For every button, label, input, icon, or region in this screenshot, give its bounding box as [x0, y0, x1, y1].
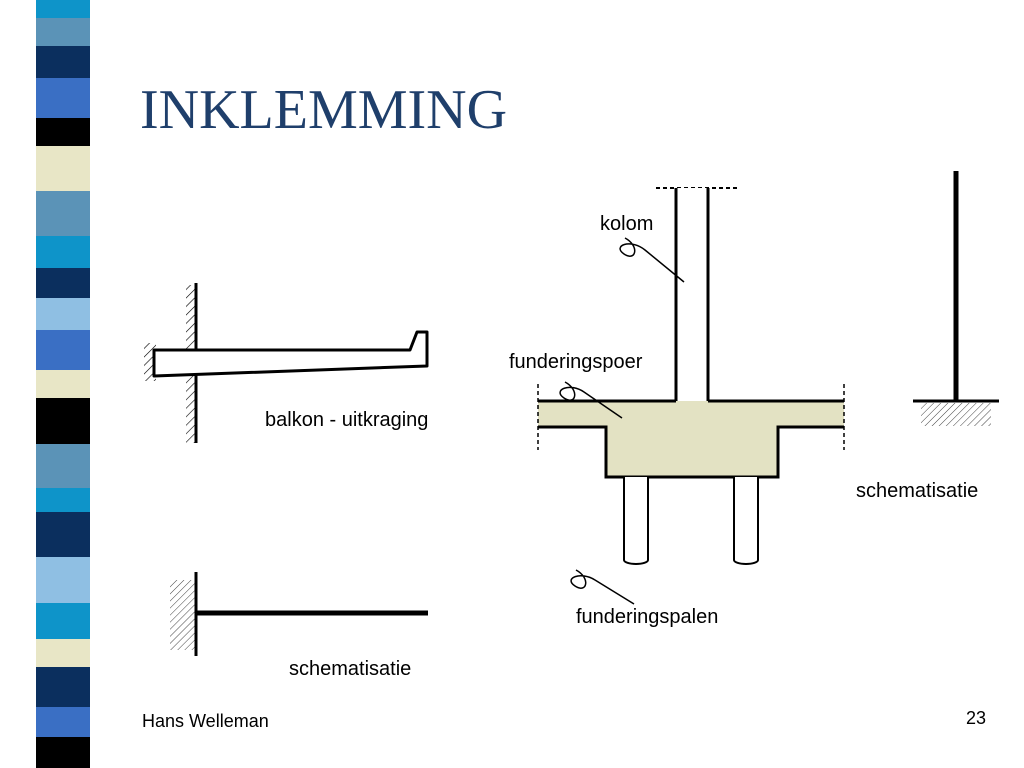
pile-left [623, 477, 649, 565]
leader-funderingspoer [559, 381, 623, 419]
foundation-drawing [537, 187, 845, 605]
pile-cap [606, 427, 778, 477]
schematic-base-hatch [921, 403, 991, 426]
balcony-drawing [144, 283, 429, 443]
balcony-schematic [170, 572, 428, 656]
decorative-stripe-band [30, 0, 100, 768]
label-balcony: balkon - uitkraging [265, 409, 429, 431]
label-balcony-schematic: schematisatie [289, 658, 412, 680]
page-number: 23 [966, 708, 987, 728]
leader-funderingspalen [570, 569, 635, 605]
slide-title: INKLEMMING [140, 79, 508, 141]
balcony-slab [152, 330, 429, 378]
column-schematic [913, 171, 999, 426]
floor-slab [538, 401, 844, 427]
label-piles: funderingspalen [576, 606, 719, 628]
label-column: kolom [600, 213, 654, 235]
label-pile-cap: funderingspoer [509, 351, 643, 373]
label-column-schematic: schematisatie [856, 480, 979, 502]
pile-right [733, 477, 759, 565]
column-fill [676, 188, 708, 401]
cap-outline [538, 425, 844, 479]
footer-author: Hans Welleman [142, 711, 269, 731]
leader-kolom [619, 237, 685, 283]
schematic-support-hatch [170, 580, 195, 650]
